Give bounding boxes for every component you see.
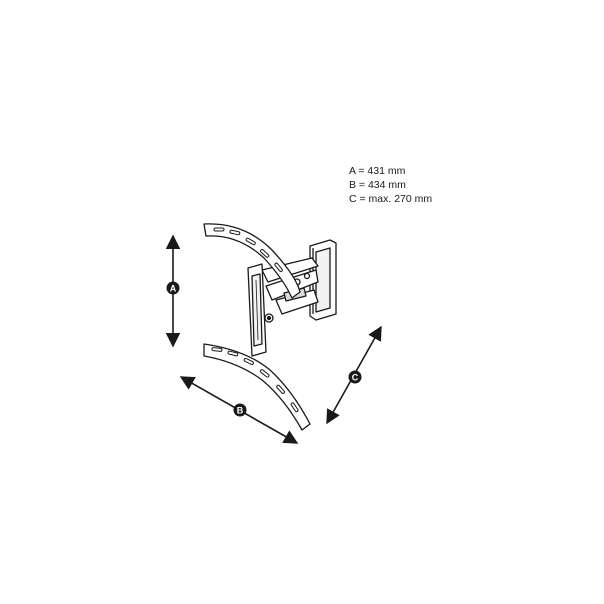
tv-wall-mount-illustration	[203, 223, 337, 431]
dimension-legend: A = 431 mm B = 434 mm C = max. 270 mm	[349, 165, 432, 205]
vertical-bracket	[247, 263, 274, 357]
bottom-mounting-rail	[203, 343, 311, 431]
dimension-c-arrow: C	[326, 325, 382, 425]
badge-b	[233, 403, 247, 417]
badge-c	[348, 370, 362, 384]
dimension-a-arrow: A	[165, 234, 181, 348]
dimension-c-text: C = max. 270 mm	[349, 193, 432, 205]
dimension-b-text: B = 434 mm	[349, 179, 406, 191]
top-mounting-rail	[203, 223, 301, 299]
badge-a	[166, 281, 180, 295]
badge-a-label: A	[170, 284, 177, 294]
dimension-b-arrow: B	[179, 376, 299, 444]
badge-c-label: C	[352, 373, 359, 383]
dimension-a-text: A = 431 mm	[349, 165, 406, 177]
badge-b-label: B	[237, 406, 244, 416]
